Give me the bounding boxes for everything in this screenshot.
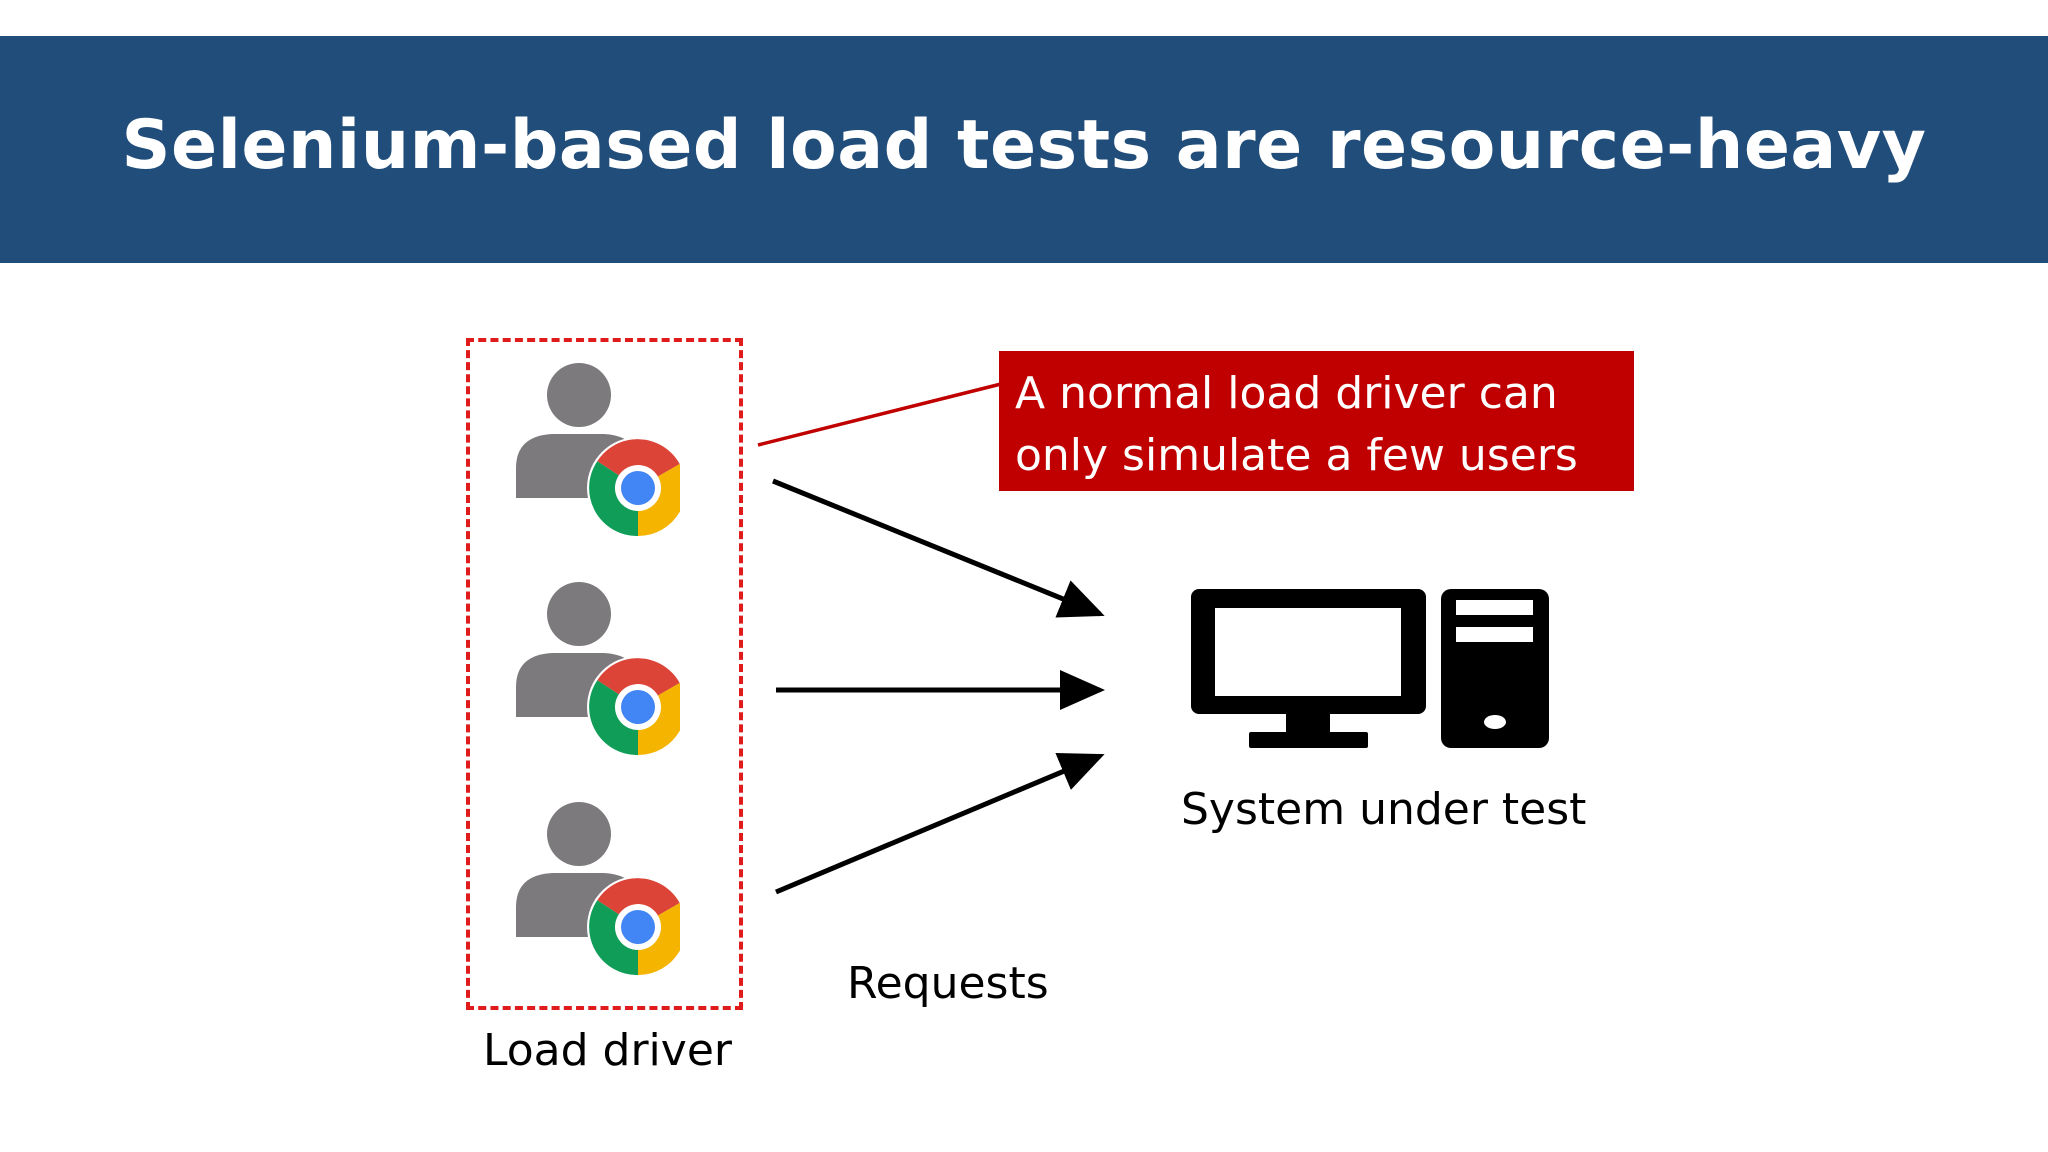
user-browser-2	[500, 577, 689, 767]
title-bar: Selenium-based load tests are resource-h…	[0, 36, 2048, 263]
requests-label: Requests	[847, 958, 1049, 1009]
request-arrow-3	[775, 753, 1105, 895]
user-browser-3	[500, 797, 689, 987]
callout-line-2: only simulate a few users	[1015, 430, 1578, 481]
load-driver-label: Load driver	[483, 1025, 732, 1076]
callout-box: A normal load driver can only simulate a…	[999, 351, 1634, 491]
callout-line-1: A normal load driver can	[1015, 368, 1558, 419]
slide-title: Selenium-based load tests are resource-h…	[121, 106, 1927, 185]
request-arrow-1	[772, 478, 1105, 618]
user-browser-1	[500, 358, 689, 548]
desktop-computer-icon	[1191, 589, 1549, 748]
person-with-chrome-icon	[516, 582, 689, 758]
callout-connector-line	[757, 382, 1002, 447]
person-with-chrome-icon	[516, 363, 689, 539]
load-driver-box	[466, 338, 743, 1010]
person-with-chrome-icon	[516, 802, 689, 978]
system-under-test-label: System under test	[1181, 784, 1587, 835]
